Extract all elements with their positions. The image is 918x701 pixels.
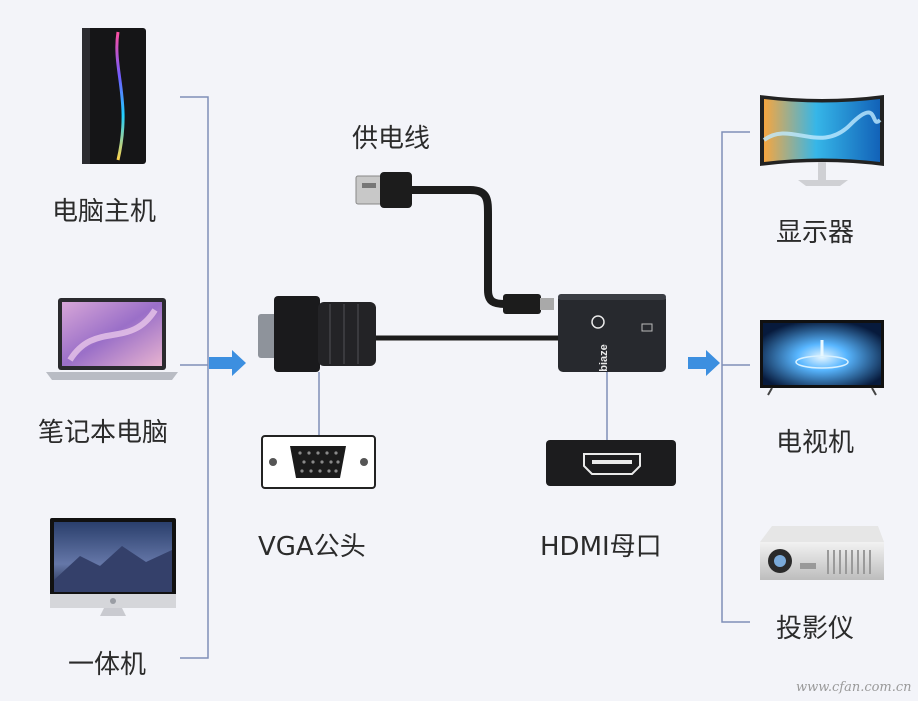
hdmi-port-icon [546, 440, 676, 486]
source-label-desktop: 电脑主机 [52, 197, 157, 227]
projector-icon [760, 526, 884, 580]
output-bracket [721, 131, 750, 623]
curved-monitor-icon [760, 95, 884, 186]
adapter-brand-logo: biaze [598, 344, 610, 372]
power-cable [355, 172, 554, 314]
source-arrow [209, 350, 246, 376]
output-arrow [688, 350, 720, 376]
output-label-projector: 投影仪 [776, 614, 855, 644]
tv-icon [760, 320, 884, 396]
vga-port-icon [261, 435, 376, 489]
output-label-monitor: 显示器 [776, 218, 855, 248]
adapter-box [558, 294, 666, 372]
vga-connector-icon [258, 296, 376, 372]
power-cable-label: 供电线 [352, 124, 431, 154]
source-label-laptop: 笔记本电脑 [38, 418, 169, 448]
vga-male-label: VGA公头 [258, 532, 366, 562]
output-label-tv: 电视机 [776, 428, 855, 458]
laptop-icon [46, 298, 178, 380]
source-bracket [180, 96, 209, 659]
watermark: www.cfan.com.cn [796, 680, 912, 695]
hdmi-female-label: HDMI母口 [540, 532, 662, 562]
source-label-all-in-one: 一体机 [68, 650, 147, 680]
desktop-tower-icon [82, 28, 146, 164]
all-in-one-pc-icon [50, 518, 176, 616]
